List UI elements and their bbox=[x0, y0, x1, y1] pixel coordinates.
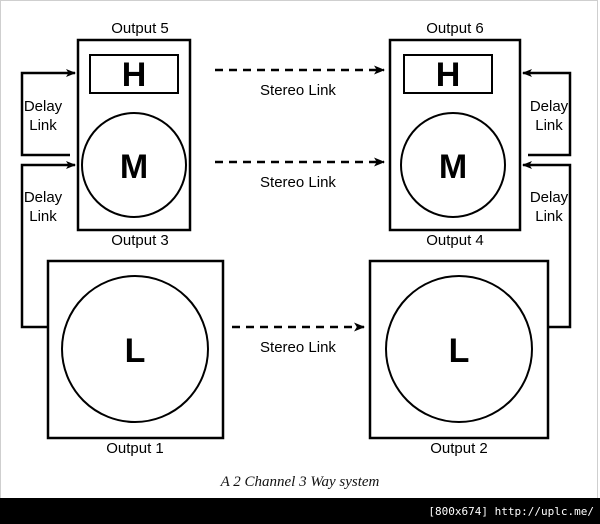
speaker-system-diagram: Output 5 H M Output 3 Output 6 H M Outpu… bbox=[20, 20, 572, 490]
right-mid-driver-cone bbox=[400, 112, 506, 218]
left-low-driver-cone bbox=[61, 275, 209, 423]
delay-link-left-mid-path bbox=[20, 161, 76, 329]
right-high-driver-box bbox=[403, 54, 493, 94]
stereo-link-mid-label: Stereo Link bbox=[260, 174, 336, 191]
delay-link-left-mid-label-line2: Link bbox=[29, 208, 57, 225]
delay-link-left-mid: Delay Link bbox=[20, 161, 76, 329]
footer-source-text: [800x674] http://uplc.me/ bbox=[428, 504, 594, 518]
right-hm-cabinet-bottom-label: Output 4 bbox=[426, 232, 484, 249]
delay-link-left-high-label-line2: Link bbox=[29, 117, 57, 134]
delay-link-left-mid-label-line1: Delay bbox=[24, 189, 63, 206]
stereo-link-low: Stereo Link bbox=[232, 322, 365, 356]
right-sub-cabinet: L Output 2 bbox=[368, 259, 550, 457]
left-low-driver-letter: L bbox=[125, 332, 146, 370]
left-hm-cabinet: Output 5 H M Output 3 bbox=[76, 20, 192, 249]
delay-link-right-high-label-line1: Delay bbox=[530, 98, 569, 115]
delay-link-right-high-path bbox=[522, 69, 572, 157]
delay-link-right-mid-path bbox=[522, 161, 572, 329]
left-high-driver-letter: H bbox=[122, 56, 147, 94]
diagram-caption: A 2 Channel 3 Way system bbox=[220, 474, 380, 490]
left-mid-driver-cone bbox=[81, 112, 187, 218]
right-hm-cabinet: Output 6 H M Output 4 bbox=[388, 20, 522, 249]
delay-link-left-high-label-line1: Delay bbox=[24, 98, 63, 115]
delay-link-right-high: Delay Link bbox=[522, 69, 572, 157]
stereo-link-high-label: Stereo Link bbox=[260, 82, 336, 99]
delay-link-right-mid-label-line2: Link bbox=[535, 208, 563, 225]
left-hm-cabinet-top-label: Output 5 bbox=[111, 20, 169, 37]
right-hm-cabinet-top-label: Output 6 bbox=[426, 20, 484, 37]
right-low-driver-cone bbox=[385, 275, 533, 423]
right-sub-cabinet-bottom-label: Output 2 bbox=[430, 440, 488, 457]
left-high-driver-box bbox=[89, 54, 179, 94]
delay-link-right-mid: Delay Link bbox=[522, 161, 572, 329]
delay-link-left-high: Delay Link bbox=[20, 69, 76, 157]
stereo-link-high: Stereo Link bbox=[215, 65, 385, 99]
delay-link-left-high-path bbox=[20, 69, 76, 157]
right-mid-driver-letter: M bbox=[439, 148, 467, 186]
left-sub-cabinet: L Output 1 bbox=[46, 259, 225, 457]
right-low-driver-letter: L bbox=[449, 332, 470, 370]
delay-link-right-high-label-line2: Link bbox=[535, 117, 563, 134]
footer-bar: [800x674] http://uplc.me/ bbox=[0, 498, 600, 524]
stereo-link-mid: Stereo Link bbox=[215, 157, 385, 191]
left-hm-cabinet-bottom-label: Output 3 bbox=[111, 232, 169, 249]
right-high-driver-letter: H bbox=[436, 56, 461, 94]
left-mid-driver-letter: M bbox=[120, 148, 148, 186]
left-sub-cabinet-bottom-label: Output 1 bbox=[106, 440, 164, 457]
delay-link-right-mid-label-line1: Delay bbox=[530, 189, 569, 206]
stereo-link-low-label: Stereo Link bbox=[260, 339, 336, 356]
